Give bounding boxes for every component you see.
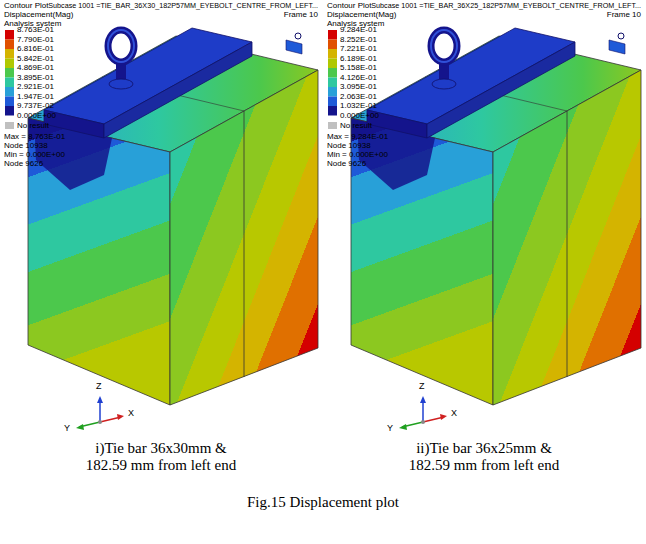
legend-value: 1.947E-01 — [17, 93, 54, 102]
displacement-contour-panel — [328, 28, 641, 430]
extreme-info: Node 9626 — [327, 160, 366, 169]
legend-value: 6.189E-01 — [340, 55, 377, 64]
legend-value: 4.869E-01 — [17, 64, 54, 73]
extreme-info: Max = 9.284E-01 — [327, 133, 388, 142]
legend-value: 1.032E-01 — [340, 102, 377, 111]
extreme-info: Min = 0.000E+00 — [4, 151, 65, 160]
legend-value: 9.737E-02 — [17, 102, 54, 111]
figure-caption: Fig.15 Displacement plot — [123, 494, 523, 511]
legend-value: 4.126E-01 — [340, 74, 377, 83]
axis-label: Y — [64, 424, 70, 434]
subcase-title: Subcase 1001 =TIE_BAR_36X30_182P57MM_EYE… — [48, 2, 318, 10]
legend-value: 5.158E-01 — [340, 64, 377, 73]
legend-value: 0.000E+00 — [340, 112, 379, 121]
legend-value: 8.252E-01 — [340, 36, 377, 45]
frame-number: Frame 10 — [284, 11, 318, 20]
legend-value: 5.842E-01 — [17, 55, 54, 64]
legend-value: 2.921E-01 — [17, 83, 54, 92]
result-type: Displacement(Mag) — [4, 11, 73, 20]
extreme-info: Node 10938 — [4, 142, 48, 151]
axis-label: Z — [419, 382, 425, 392]
legend-entry: No result — [5, 122, 49, 131]
subfigure-caption: ii)Tie bar 36x25mm & 182.59 mm from left… — [396, 440, 572, 475]
legend-swatch — [5, 122, 14, 129]
extreme-info: Node 9626 — [4, 160, 43, 169]
result-type: Displacement(Mag) — [327, 11, 396, 20]
legend-value: 0.000E+00 — [17, 112, 56, 121]
axis-label: X — [128, 409, 134, 419]
plot-header: Contour Plot — [4, 2, 48, 11]
subfigure-caption: i)Tie bar 36x30mm & 182.59 mm from left … — [73, 440, 249, 475]
extreme-info: Max = 8.763E-01 — [4, 133, 65, 142]
legend-value: 2.063E-01 — [340, 93, 377, 102]
legend-entry: No result — [328, 122, 372, 131]
extreme-info: Min = 0.000E+00 — [327, 151, 388, 160]
extreme-info: Node 10938 — [327, 142, 371, 151]
axis-label: Y — [387, 424, 393, 434]
axis-label: X — [451, 409, 457, 419]
legend-value: 6.816E-01 — [17, 45, 54, 54]
subcase-title: Subcase 1001 =TIE_BAR_36X25_182P57MM_EYE… — [371, 2, 641, 10]
legend-text: No result — [340, 121, 372, 130]
legend-text: No result — [17, 121, 49, 130]
legend-value: 8.763E-01 — [17, 26, 54, 35]
legend-swatch — [328, 122, 337, 129]
legend-value: 7.221E-01 — [340, 45, 377, 54]
legend-value: 7.790E-01 — [17, 36, 54, 45]
displacement-contour-panel — [5, 28, 318, 430]
plot-header: Contour Plot — [327, 2, 371, 11]
frame-number: Frame 10 — [607, 11, 641, 20]
legend-value: 3.095E-01 — [340, 83, 377, 92]
axis-label: Z — [96, 382, 102, 392]
legend-value: 9.284E-01 — [340, 26, 377, 35]
legend-value: 3.895E-01 — [17, 74, 54, 83]
